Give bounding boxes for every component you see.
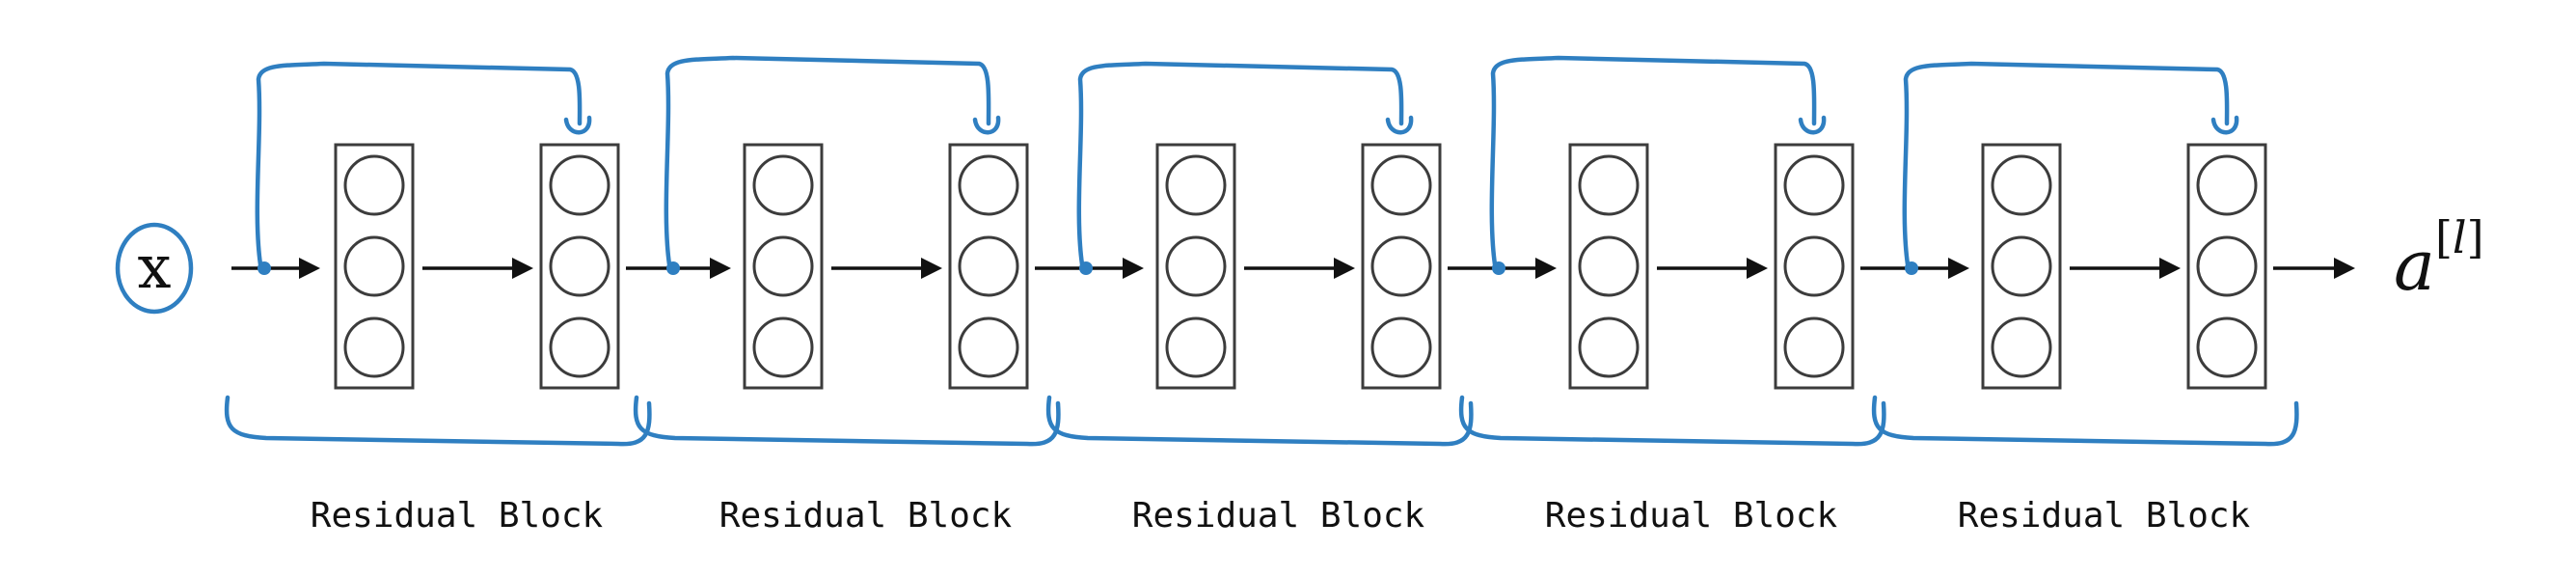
- input-label: x: [138, 232, 172, 302]
- neuron: [1783, 154, 1845, 216]
- layer-left: [1981, 143, 2062, 390]
- block-bracket: [1045, 395, 1474, 447]
- neuron: [549, 154, 610, 216]
- between-arrow-head: [2334, 258, 2355, 279]
- layer-left: [1568, 143, 1649, 390]
- neuron: [1578, 316, 1640, 378]
- residual-block-2: Residual Block: [633, 55, 1144, 536]
- between-arrow: [2273, 258, 2355, 279]
- neuron: [1578, 235, 1640, 297]
- residual-blocks: Residual Block Residual Block Residual Blo…: [224, 55, 2355, 536]
- block-bracket: [633, 395, 1061, 447]
- neuron: [958, 154, 1019, 216]
- residual-block-4: Residual Block: [1458, 55, 1969, 536]
- output-superscript-close: ]: [2467, 211, 2484, 263]
- block-bracket: [1871, 395, 2299, 447]
- layer-right: [1361, 143, 1442, 390]
- neuron: [1370, 316, 1432, 378]
- input-circle-annotation: [115, 222, 194, 315]
- input-arrow: [231, 258, 320, 279]
- skip-connection-hook: [2210, 115, 2239, 135]
- between-arrow-head: [710, 258, 731, 279]
- inner-arrow-head: [2159, 258, 2181, 279]
- inner-arrow-head: [1747, 258, 1768, 279]
- skip-origin-mark: [258, 261, 271, 275]
- neuron: [2196, 316, 2258, 378]
- neuron: [958, 235, 1019, 297]
- neuron: [2196, 154, 2258, 216]
- between-arrow-head: [1535, 258, 1557, 279]
- neuron: [1370, 235, 1432, 297]
- inner-arrow: [1244, 258, 1355, 279]
- block-label: Residual Block: [1132, 496, 1425, 536]
- neuron: [2196, 235, 2258, 297]
- neuron: [343, 316, 405, 378]
- layer-left: [334, 143, 415, 390]
- output-node: a[l]: [2394, 211, 2484, 306]
- neuron: [343, 154, 405, 216]
- output-superscript-var: l: [2453, 211, 2467, 263]
- output-label: a[l]: [2394, 211, 2484, 306]
- skip-connection: [1902, 61, 2230, 267]
- layer-left: [1155, 143, 1236, 390]
- skip-connection-hook: [563, 115, 592, 135]
- skip-connection: [664, 55, 991, 267]
- residual-block-5: Residual Block: [1871, 61, 2355, 536]
- block-bracket: [224, 395, 652, 447]
- skip-connection: [1076, 61, 1404, 267]
- skip-origin-mark: [1079, 261, 1093, 275]
- skip-connection: [255, 61, 583, 267]
- neuron: [752, 154, 814, 216]
- input-arrow-head: [299, 258, 320, 279]
- residual-block-1: Residual Block: [224, 61, 731, 536]
- layer-right: [948, 143, 1029, 390]
- neuron: [343, 235, 405, 297]
- inner-arrow: [831, 258, 942, 279]
- layer-right: [2186, 143, 2267, 390]
- neuron: [1165, 316, 1227, 378]
- between-arrow-head: [1948, 258, 1969, 279]
- neuron: [1370, 154, 1432, 216]
- skip-connection-hook: [1798, 115, 1827, 135]
- inner-arrow-head: [921, 258, 942, 279]
- neuron: [752, 316, 814, 378]
- neuron: [752, 235, 814, 297]
- skip-connection-hook: [1385, 115, 1414, 135]
- layer-right: [539, 143, 620, 390]
- skip-connection-hook: [972, 115, 1001, 135]
- layer-left: [743, 143, 824, 390]
- neuron: [1991, 154, 2052, 216]
- skip-origin-mark: [666, 261, 680, 275]
- neuron: [1991, 235, 2052, 297]
- neuron: [1165, 154, 1227, 216]
- block-label: Residual Block: [1958, 496, 2251, 536]
- skip-origin-mark: [1492, 261, 1505, 275]
- block-bracket: [1458, 395, 1886, 447]
- neuron: [1165, 235, 1227, 297]
- layer-right: [1774, 143, 1855, 390]
- block-label: Residual Block: [719, 496, 1013, 536]
- between-arrow-head: [1123, 258, 1144, 279]
- neuron: [1783, 316, 1845, 378]
- inner-arrow-head: [512, 258, 533, 279]
- inner-arrow: [1657, 258, 1768, 279]
- neuron: [1783, 235, 1845, 297]
- neuron: [549, 235, 610, 297]
- neuron: [1991, 316, 2052, 378]
- inner-arrow: [2070, 258, 2181, 279]
- block-label: Residual Block: [311, 496, 604, 536]
- skip-connection: [1489, 55, 1817, 267]
- block-label: Residual Block: [1545, 496, 1838, 536]
- skip-origin-mark: [1905, 261, 1918, 275]
- neuron: [958, 316, 1019, 378]
- input-node: x: [115, 222, 194, 315]
- inner-arrow: [422, 258, 533, 279]
- output-superscript-open: [: [2435, 211, 2453, 263]
- residual-block-3: Residual Block: [1045, 61, 1557, 536]
- neuron: [1578, 154, 1640, 216]
- output-symbol: a: [2394, 225, 2435, 306]
- neuron: [549, 316, 610, 378]
- inner-arrow-head: [1334, 258, 1355, 279]
